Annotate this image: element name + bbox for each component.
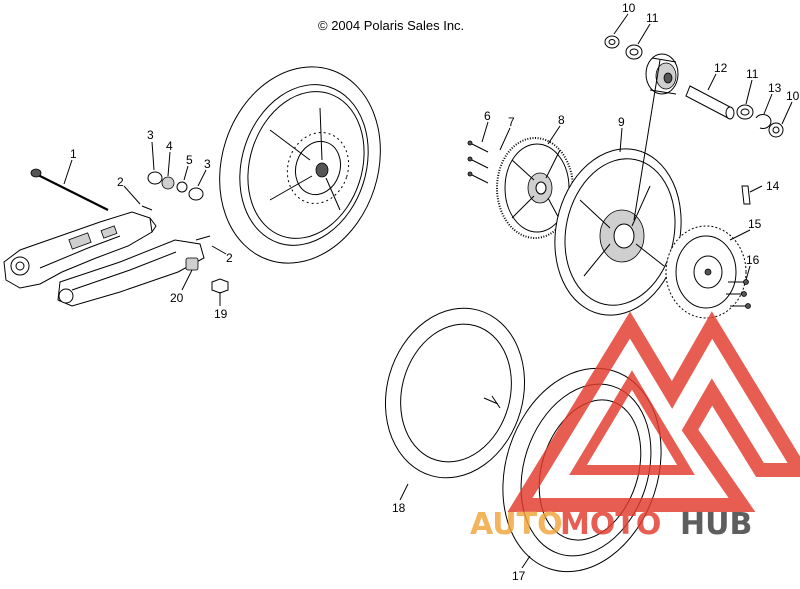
callout-20: 20: [170, 291, 184, 305]
brake-disc: [665, 225, 747, 319]
watermark-auto: AUTO: [470, 507, 563, 542]
valve-stem: [741, 185, 751, 205]
callout-9: 9: [618, 115, 625, 129]
watermark-logo: AUTO MOTO HUB: [470, 311, 800, 542]
callout-5: 5: [186, 153, 193, 167]
callout-8: 8: [558, 113, 565, 127]
callout-6: 6: [484, 109, 491, 123]
callout-3-left: 3: [147, 128, 154, 142]
callout-16: 16: [746, 253, 760, 267]
callout-11-right: 11: [746, 67, 759, 81]
callout-7: 7: [508, 115, 515, 129]
callout-14: 14: [766, 179, 780, 193]
callout-13: 13: [768, 81, 782, 95]
assembled-wheel: [219, 66, 381, 264]
callout-11-left: 11: [646, 11, 659, 25]
adjuster-parts: [185, 257, 229, 294]
copyright-text: © 2004 Polaris Sales Inc.: [318, 18, 465, 33]
axle-spacer: [685, 85, 735, 120]
inner-tube: [384, 307, 526, 479]
callout-2-right: 2: [226, 251, 233, 265]
right-bearing-set: [736, 104, 784, 138]
watermark-hub: HUB: [680, 507, 752, 542]
callout-labels: 1 2 3 4 5 3 2 20 19 6 7 8 9 10 11 12 11 …: [70, 1, 800, 583]
sprocket-hub: [645, 53, 679, 95]
callout-19: 19: [214, 307, 228, 321]
callout-10-left: 10: [622, 1, 636, 15]
callout-18: 18: [392, 501, 406, 515]
pivot-spacers: [141, 171, 211, 241]
callout-1: 1: [70, 147, 77, 161]
swingarm: [3, 211, 205, 307]
bearing-seal-set: [604, 35, 643, 60]
callout-12: 12: [714, 61, 728, 75]
disc-bolts: [726, 279, 751, 309]
sprocket-bolts: [467, 140, 489, 184]
callout-3-right: 3: [204, 157, 211, 171]
callout-4: 4: [166, 139, 173, 153]
pivot-bolt: [30, 168, 109, 211]
callout-15: 15: [748, 217, 762, 231]
leader-lines: [63, 13, 793, 569]
watermark-moto: MOTO: [560, 507, 661, 542]
callout-17: 17: [512, 569, 526, 583]
rim: [554, 148, 682, 316]
callout-10-right: 10: [786, 89, 800, 103]
callout-2-left: 2: [117, 175, 124, 189]
